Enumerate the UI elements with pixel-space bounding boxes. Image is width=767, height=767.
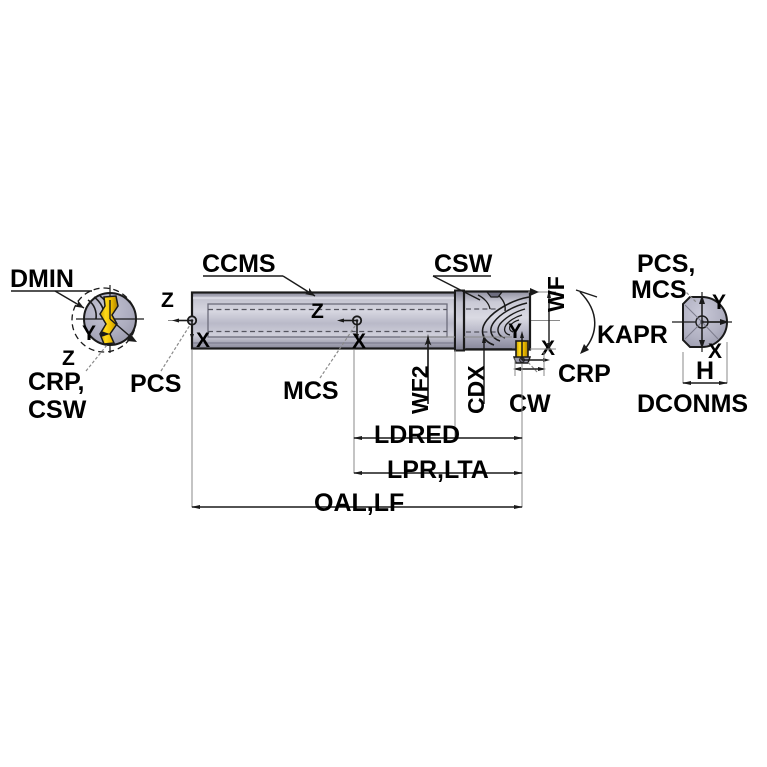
kapr-arc [575, 289, 598, 354]
label-wf: WF [543, 276, 569, 312]
label-h: H [696, 357, 714, 385]
right-axis-y: Y [712, 291, 726, 314]
label-mcs-right: MCS [631, 276, 687, 304]
left-detail-view: Y Z DMIN CRP, CSW [10, 265, 144, 424]
dimension-extension-lines [191, 350, 523, 507]
left-axis-z: Z [62, 347, 75, 370]
label-ccms: CCMS [202, 250, 276, 278]
label-wf2: WF2 [407, 365, 433, 414]
label-crp-main: CRP [558, 360, 611, 388]
label-oal-lf: OAL,LF [314, 489, 404, 517]
main-side-view: Z X Z X Y X CCMS [130, 250, 668, 517]
main-axis-z-left: Z [161, 289, 174, 312]
label-csw-main: CSW [434, 250, 493, 278]
label-cw: CW [509, 390, 551, 418]
dim-h [682, 342, 728, 385]
pcs-mcs-leader [682, 288, 698, 304]
left-insert [99, 295, 119, 345]
right-axis-x: X [708, 340, 722, 363]
dim-lpr-lta [353, 471, 523, 475]
label-lpr-lta: LPR,LTA [387, 456, 489, 484]
tool-collar-step [454, 289, 465, 352]
dim-wf2-arrow [426, 334, 430, 343]
head-top-notch [485, 291, 504, 298]
crp-axis-marker [520, 331, 550, 362]
dim-ldred [353, 436, 523, 440]
left-axis-y: Y [82, 322, 96, 345]
dim-oal-lf [191, 505, 523, 509]
right-radial-lines [684, 304, 719, 340]
crp-leader [526, 360, 538, 373]
label-pcs-right: PCS, [637, 250, 695, 278]
main-axis-x-mid: X [352, 330, 366, 353]
label-mcs: MCS [283, 377, 339, 405]
label-pcs: PCS [130, 370, 181, 398]
label-cdx: CDX [463, 365, 489, 414]
dim-wf [528, 288, 556, 352]
mcs-leader [319, 325, 356, 379]
csw-leader [432, 275, 491, 301]
coolant-channel-outline [207, 303, 448, 338]
label-ldred: LDRED [374, 421, 460, 449]
dmin-leader [11, 290, 92, 309]
right-axis-arrows [699, 295, 729, 349]
mcs-origin-marker [337, 315, 363, 340]
main-axis-y-head: Y [508, 320, 522, 343]
left-axis-arrows [101, 300, 137, 342]
ccms-leader [203, 275, 316, 297]
main-axis-z-mid: Z [311, 300, 324, 323]
label-dmin: DMIN [10, 265, 74, 293]
label-dconms: DCONMS [637, 390, 748, 418]
dim-cw [513, 352, 546, 376]
label-crp-left: CRP, [28, 368, 85, 396]
label-csw-left: CSW [28, 396, 87, 424]
dim-cdx [464, 334, 512, 404]
pcs-origin-marker [172, 315, 198, 340]
label-kapr: KAPR [597, 321, 668, 349]
crp-csw-leader [85, 344, 108, 372]
main-axis-x-left: X [196, 329, 210, 352]
right-detail-view: Y X PCS, MCS H DCONMS [631, 250, 748, 418]
pcs-leader [160, 324, 191, 372]
